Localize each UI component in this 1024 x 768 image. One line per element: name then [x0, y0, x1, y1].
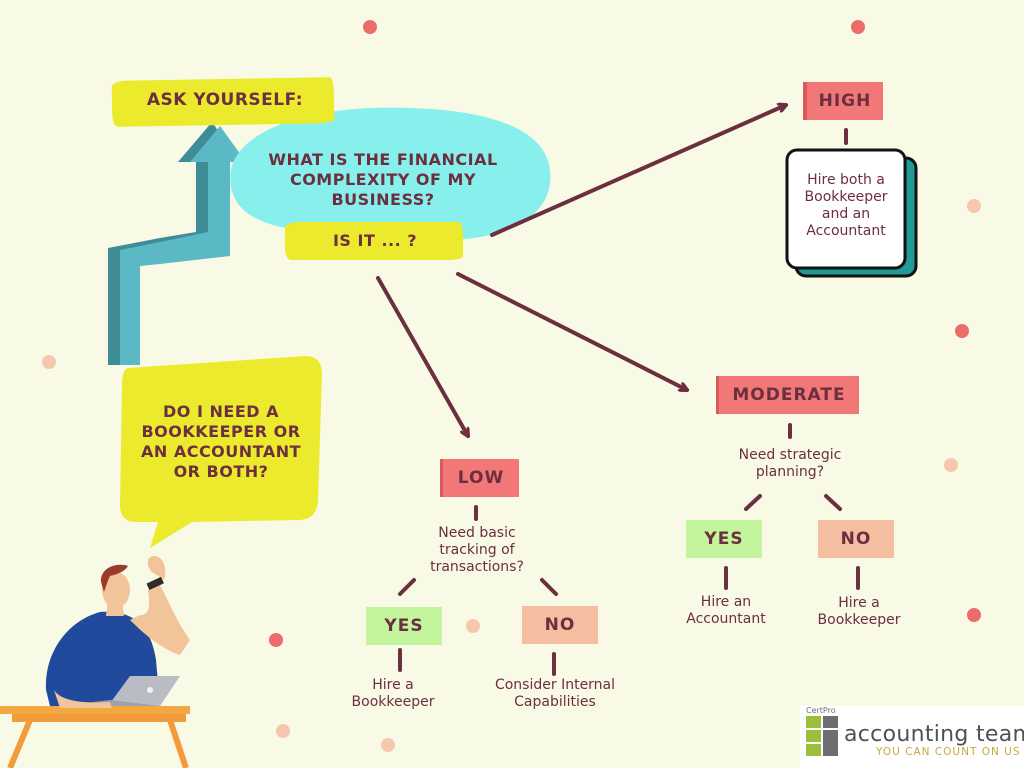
logo-name: accounting team	[844, 722, 1024, 747]
low-yes-result: Hire a Bookkeeper	[351, 677, 435, 710]
arrow-to-low	[376, 276, 470, 436]
decorative-dot	[466, 619, 480, 633]
low-yes-box: YES	[366, 607, 442, 645]
decorative-dot	[967, 199, 981, 213]
low-no-result: Consider Internal Capabilities	[494, 677, 616, 710]
connector-lines	[398, 128, 860, 676]
logo-tagline: YOU CAN COUNT ON US	[876, 746, 1021, 758]
logo-certpro: CertPro	[806, 706, 836, 715]
decorative-dot	[363, 20, 377, 34]
thought-text: DO I NEED A BOOKKEEPER OR AN ACCOUNTANT …	[140, 402, 302, 481]
is-it-label: IS IT ... ?	[332, 231, 418, 250]
decorative-dot	[381, 738, 395, 752]
arrow-to-high	[490, 105, 786, 237]
thought-bubble	[120, 356, 322, 548]
person-illustration	[0, 556, 190, 768]
decorative-dot	[944, 458, 958, 472]
ask-yourself-label: ASK YOURSELF:	[146, 90, 304, 110]
moderate-yes-result: Hire an Accountant	[686, 594, 766, 627]
financial-complexity-question: WHAT IS THE FINANCIAL COMPLEXITY OF MY B…	[268, 150, 498, 209]
high-result-text: Hire both a Bookkeeper and an Accountant	[804, 172, 888, 239]
moderate-box: MODERATE	[716, 376, 859, 414]
moderate-no-box: NO	[818, 520, 894, 558]
decorative-dot	[42, 355, 56, 369]
high-box: HIGH	[803, 82, 883, 120]
decorative-dot	[851, 20, 865, 34]
moderate-question: Need strategic planning?	[738, 447, 842, 480]
question-bubble	[230, 107, 551, 241]
decorative-dot	[967, 608, 981, 622]
moderate-no-result: Hire a Bookkeeper	[817, 595, 901, 628]
low-box: LOW	[440, 459, 519, 497]
is-it-highlight	[285, 222, 463, 260]
moderate-yes-box: YES	[686, 520, 762, 558]
high-result-card	[785, 148, 907, 270]
logo-mark	[806, 716, 838, 756]
low-no-box: NO	[522, 606, 598, 644]
low-question: Need basic tracking of transactions?	[430, 525, 524, 575]
decorative-dot	[276, 724, 290, 738]
decorative-dot	[955, 324, 969, 338]
arrow-to-moderate	[456, 272, 687, 392]
teal-arrow-graphic	[108, 122, 246, 365]
decorative-dot	[269, 633, 283, 647]
